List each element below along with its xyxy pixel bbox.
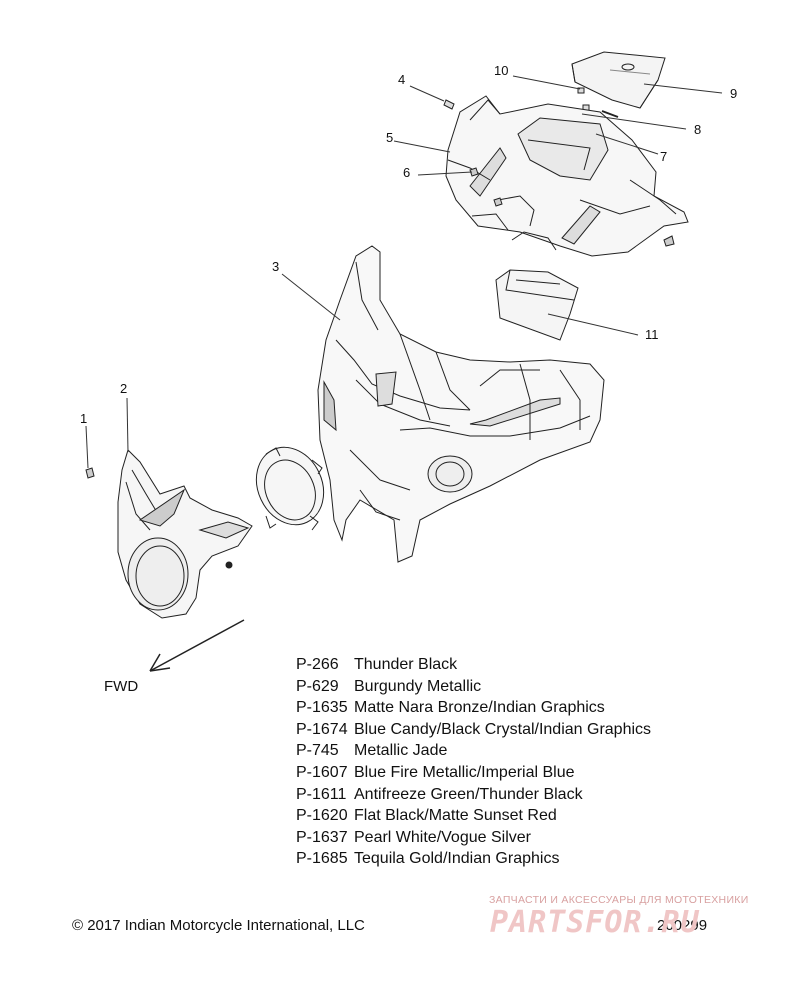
- color-name: Blue Fire Metallic/Imperial Blue: [354, 763, 575, 781]
- leader-lines: [85, 75, 723, 469]
- document-number: 200299: [657, 917, 708, 934]
- part-9-cover: [571, 51, 666, 109]
- color-code: P-1637: [296, 828, 348, 846]
- callout-8: 8: [694, 122, 702, 137]
- color-name: Metallic Jade: [354, 742, 448, 760]
- color-option: P-745 Metallic Jade: [296, 740, 651, 762]
- callout-6: 6: [403, 165, 411, 180]
- color-option: P-1620 Flat Black/Matte Sunset Red: [296, 805, 651, 827]
- part-2-front-cowl: [117, 449, 253, 619]
- color-name: Thunder Black: [354, 656, 458, 673]
- paint-color-list: P-266 Thunder Black P-629 Burgundy Metalli…: [296, 654, 651, 870]
- color-option: P-266 Thunder Black: [296, 654, 651, 676]
- color-code: P-1635: [296, 699, 348, 717]
- color-code: P-1620: [296, 807, 348, 825]
- callout-9: 9: [730, 86, 738, 101]
- color-name: Antifreeze Green/Thunder Black: [354, 785, 583, 803]
- color-name: Tequila Gold/Indian Graphics: [354, 850, 560, 868]
- color-option: P-1685 Tequila Gold/Indian Graphics: [296, 848, 651, 870]
- color-option: P-1635 Matte Nara Bronze/Indian Graphics: [296, 697, 651, 719]
- fwd-label: FWD: [104, 678, 139, 695]
- color-name: Matte Nara Bronze/Indian Graphics: [354, 699, 605, 717]
- part-6-screw: [469, 167, 675, 247]
- callout-7: 7: [660, 149, 668, 164]
- part-1-screw: [85, 467, 95, 479]
- color-code: P-1685: [296, 850, 348, 868]
- color-name: Blue Candy/Black Crystal/Indian Graphics: [354, 720, 652, 738]
- color-option: P-1607 Blue Fire Metallic/Imperial Blue: [296, 762, 651, 784]
- copyright-notice: © 2017 Indian Motorcycle International, …: [72, 917, 365, 934]
- color-option: P-1674 Blue Candy/Black Crystal/Indian Gr…: [296, 719, 651, 741]
- color-option: P-1637 Pearl White/Vogue Silver: [296, 827, 651, 849]
- color-name: Burgundy Metallic: [354, 677, 482, 695]
- color-code: P-1611: [296, 785, 347, 803]
- color-code: P-745: [296, 742, 339, 760]
- part-11-storage-bin: [495, 269, 579, 341]
- color-code: P-1607: [296, 763, 348, 781]
- part-5-inner-fairing: [445, 95, 689, 257]
- color-name: Flat Black/Matte Sunset Red: [354, 807, 557, 825]
- callout-3: 3: [272, 259, 280, 274]
- watermark-logo: PARTSFOR.RU: [490, 905, 700, 940]
- callout-10: 10: [494, 63, 509, 78]
- color-code: P-629: [296, 677, 339, 695]
- callout-1: 1: [80, 411, 88, 426]
- fwd-arrow: [149, 619, 245, 672]
- callout-4: 4: [398, 72, 406, 87]
- callout-11: 11: [645, 327, 659, 342]
- watermark-tagline: ЗАПЧАСТИ И АКСЕССУАРЫ ДЛЯ МОТОТЕХНИКИ: [489, 894, 749, 906]
- color-option: P-629 Burgundy Metallic: [296, 676, 651, 698]
- headlight-ring: [255, 446, 325, 531]
- color-code: P-1674: [296, 720, 348, 738]
- color-option: P-1611 Antifreeze Green/Thunder Black: [296, 784, 651, 806]
- callout-2: 2: [120, 381, 128, 396]
- part-4-screw: [443, 99, 455, 110]
- part-3-outer-fairing: [317, 245, 605, 563]
- color-code: P-266: [296, 656, 339, 673]
- part-8-screw: [601, 110, 619, 118]
- color-name: Pearl White/Vogue Silver: [354, 828, 531, 846]
- callout-5: 5: [386, 130, 394, 145]
